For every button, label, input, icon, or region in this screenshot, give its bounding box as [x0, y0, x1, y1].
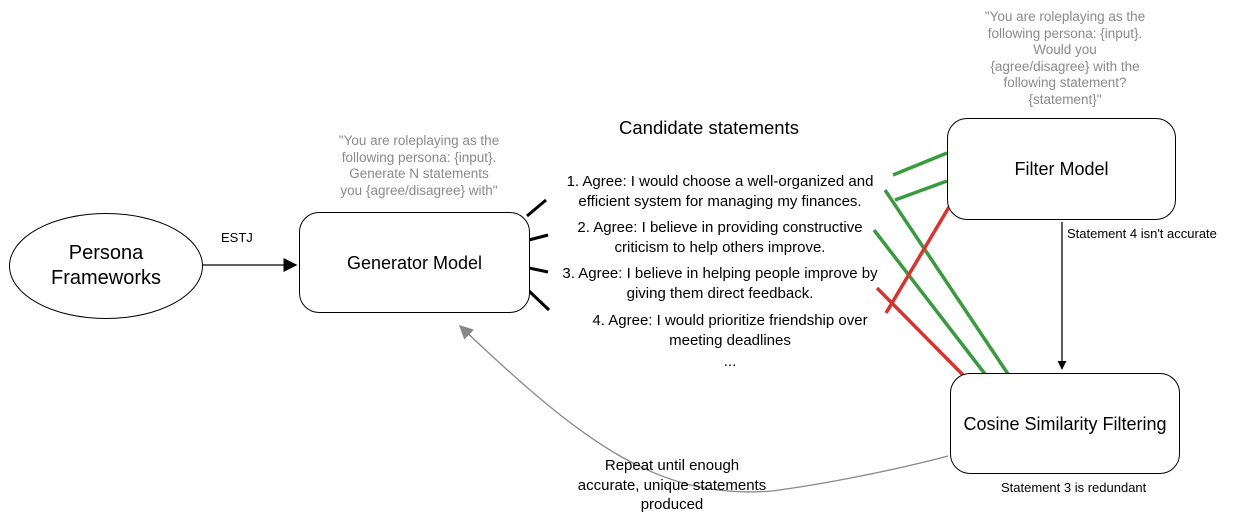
generator-model-label: Generator Model: [346, 252, 483, 273]
candidates-heading: Candidate statements: [619, 117, 799, 138]
candidate-statement-2: 2. Agree: I believe in providing constru…: [577, 219, 863, 256]
reject-line-4: [884, 206, 951, 314]
filter-model-node: Filter Model: [947, 118, 1176, 220]
note-statement-3: Statement 3 is redundant: [1001, 480, 1147, 495]
generator-prompt: "You are roleplaying as the following pe…: [338, 133, 500, 198]
persona-frameworks-node: Persona Frameworks: [9, 213, 203, 319]
edge-loop-back: [458, 325, 949, 493]
generator-output-line-3: [528, 266, 549, 274]
accept-line-1a: [892, 151, 948, 177]
filter-model-label: Filter Model: [1014, 159, 1109, 179]
accept-line-1b: [883, 189, 1010, 375]
filter-prompt: "You are roleplaying as the following pe…: [984, 9, 1146, 107]
edge-label-estj: ESTJ: [221, 230, 253, 245]
generator-output-line-2: [528, 233, 549, 242]
cosine-similarity-node: Cosine Similarity Filtering: [950, 373, 1180, 474]
candidate-statement-4: 4. Agree: I would prioritize friendship …: [592, 312, 868, 349]
cosine-similarity-label: Cosine Similarity Filtering: [963, 413, 1167, 434]
persona-frameworks-label: Persona Frameworks: [50, 242, 161, 289]
accept-line-2b: [872, 228, 987, 376]
loop-back-label: Repeat until enough accurate, unique sta…: [577, 457, 767, 513]
candidate-statement-3: 3. Agree: I believe in helping people im…: [562, 265, 878, 302]
candidate-ellipsis: ...: [723, 353, 737, 370]
generator-model-node: Generator Model: [299, 212, 530, 313]
generator-output-line-4: [527, 289, 551, 312]
accept-line-2a: [894, 179, 948, 202]
edge-label-statement-4: Statement 4 isn't accurate: [1067, 226, 1217, 241]
candidate-statement-1: 1. Agree: I would choose a well-organize…: [566, 173, 874, 210]
generator-output-line-1: [526, 198, 547, 218]
